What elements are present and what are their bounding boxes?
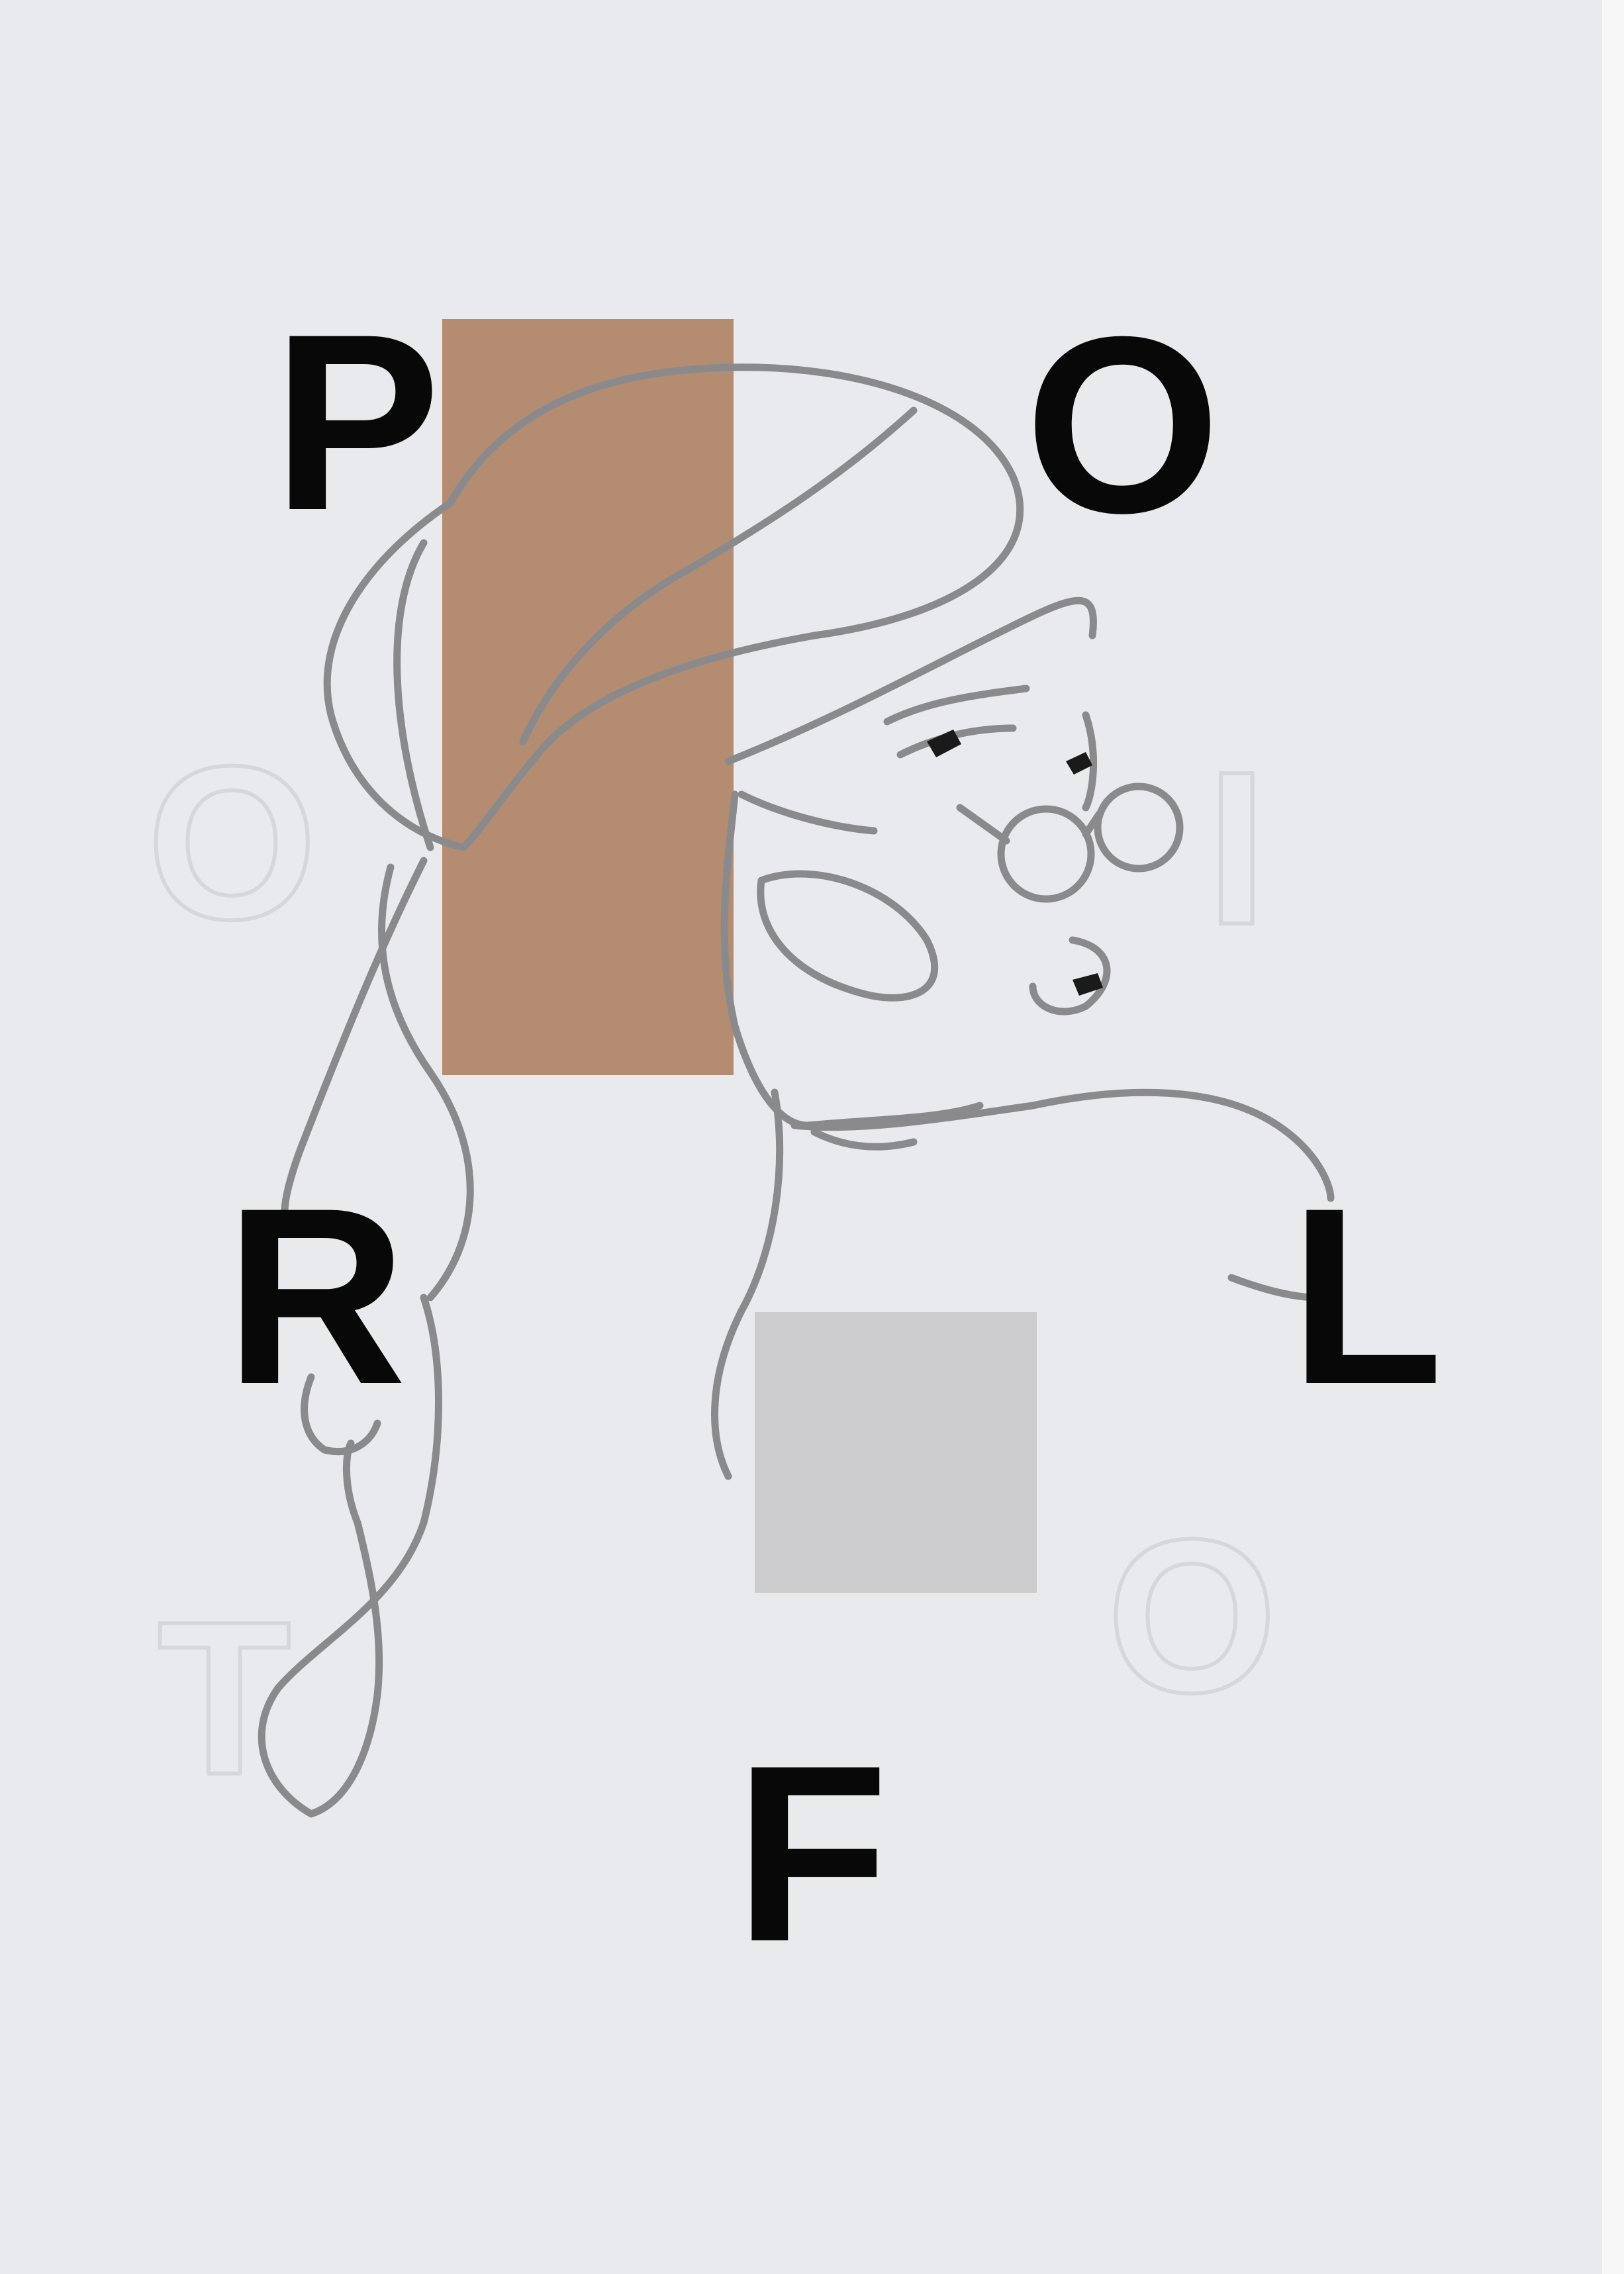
letter-f: F xyxy=(735,1713,889,1994)
letter-r: R xyxy=(225,1155,407,1437)
ghost-letter-o-second: O xyxy=(1105,1493,1279,1738)
letter-l: L xyxy=(1290,1155,1444,1437)
page-edge xyxy=(1602,0,1624,2274)
ghost-letter-t: T xyxy=(156,1576,293,1820)
grey-color-block xyxy=(755,1312,1037,1593)
ghost-letter-i: I xyxy=(1204,726,1269,970)
letter-o: O xyxy=(1025,284,1221,565)
letter-p: P xyxy=(273,281,441,563)
ghost-letter-o: O xyxy=(145,720,319,965)
